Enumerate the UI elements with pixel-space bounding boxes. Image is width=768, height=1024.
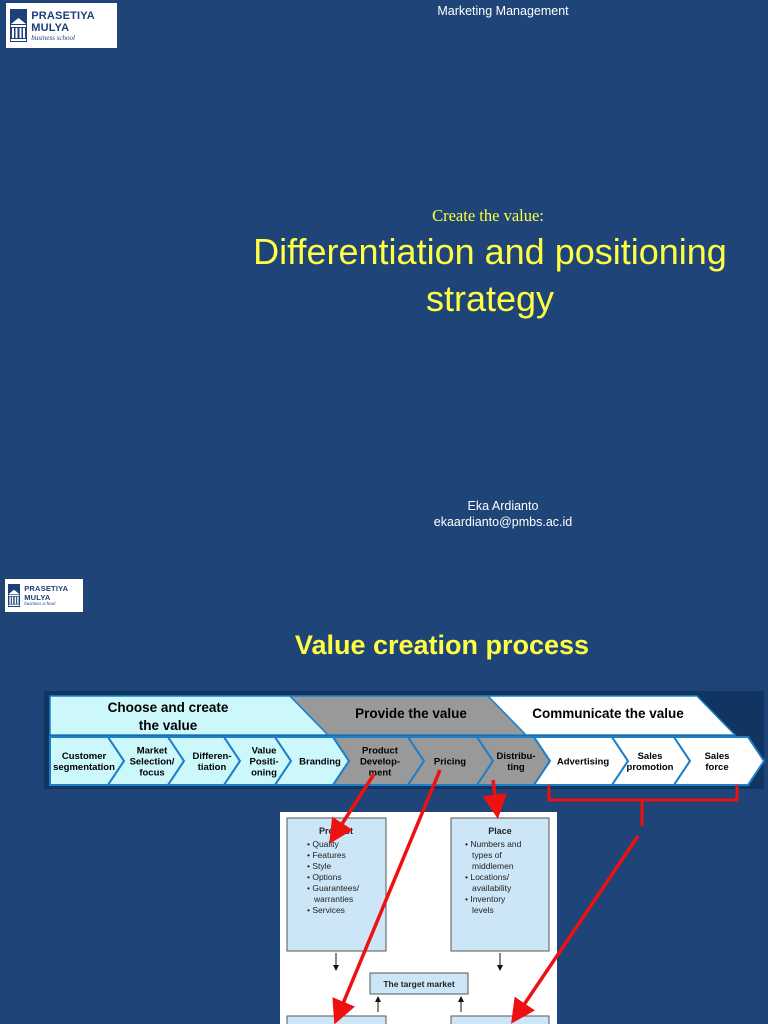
- product-items: • Quality• Features• Style• Options• Gua…: [307, 839, 360, 915]
- step-label-customer-segmentation-2: segmentation: [53, 762, 115, 773]
- promotion-box: [450, 1015, 550, 1024]
- course-title: Marketing Management: [437, 4, 569, 18]
- target-market-box: [369, 972, 469, 995]
- place-item-3: middlemen: [472, 861, 514, 871]
- step-label-differentiation-1: Differen-: [192, 751, 231, 762]
- phase-choose-label-2: the value: [139, 718, 198, 733]
- step-label-pricing-1: Pricing: [434, 757, 466, 768]
- product-item-7: • Services: [307, 905, 345, 915]
- product-item-3: • Style: [307, 861, 332, 871]
- product-item-4: • Options: [307, 872, 342, 882]
- building-icon: [10, 9, 28, 42]
- phase-communicate: [486, 695, 737, 736]
- step-label-advertising-1: Advertising: [557, 757, 609, 768]
- product-item-5: • Guarantees/: [307, 883, 360, 893]
- school-logo-small: PRASETIYA MULYA business school: [5, 579, 83, 612]
- place-item-6: • Inventory: [465, 894, 506, 904]
- step-label-market-selection-3: focus: [139, 768, 164, 779]
- slide-title-line-1: Differentiation and positioning: [253, 231, 727, 272]
- building-icon: [8, 584, 21, 607]
- slide-subtitle: Create the value:: [432, 206, 544, 225]
- step-label-value-positioning-3: oning: [251, 768, 277, 779]
- place-item-4: • Locations/: [465, 872, 510, 882]
- target-market-label: The target market: [383, 979, 454, 989]
- phase-communicate-label: Communicate the value: [532, 706, 684, 721]
- arrow-pricing: [332, 769, 442, 1024]
- author-name: Eka Ardianto: [467, 499, 539, 513]
- step-label-distributing-1: Distribu-: [496, 751, 535, 762]
- step-label-product-development-2: Develop-: [360, 757, 400, 768]
- step-label-sales-promotion-1: Sales: [638, 751, 663, 762]
- author-block: Eka Ardianto ekaardianto@pmbs.ac.id: [380, 498, 626, 530]
- author-email: ekaardianto@pmbs.ac.id: [433, 515, 573, 529]
- step-label-customer-segmentation-1: Customer: [62, 751, 107, 762]
- place-item-5: availability: [472, 883, 512, 893]
- step-label-distributing-2: ting: [507, 762, 525, 773]
- step-label-value-positioning-1: Value: [252, 746, 277, 757]
- place-item-1: • Numbers and: [465, 839, 522, 849]
- step-label-product-development-1: Product: [362, 746, 399, 757]
- step-label-product-development-3: ment: [369, 768, 393, 779]
- product-item-2: • Features: [307, 850, 346, 860]
- title-slide: PRASETIYA MULYA business school Marketin…: [6, 3, 758, 530]
- slide-title-line-2: strategy: [425, 278, 555, 319]
- step-label-differentiation-2: tiation: [198, 762, 227, 773]
- step-label-market-selection-1: Market: [137, 746, 168, 757]
- step-label-value-positioning-2: Positi-: [249, 757, 278, 768]
- step-label-sales-promotion-2: promotion: [627, 762, 674, 773]
- place-item-2: types of: [472, 850, 502, 860]
- phase-provide-label: Provide the value: [355, 706, 467, 721]
- place-box-title: Place: [488, 826, 512, 836]
- arrow-product: [329, 773, 376, 844]
- logo-subtitle: business school: [24, 602, 56, 607]
- logo-subtitle: business school: [31, 33, 75, 42]
- arrow-communication: [511, 835, 640, 1024]
- slide-title: Value creation process: [294, 630, 590, 660]
- place-item-7: levels: [472, 905, 494, 915]
- school-logo: PRASETIYA MULYA business school: [6, 3, 117, 48]
- step-label-sales-force-2: force: [705, 762, 728, 773]
- step-label-branding-1: Branding: [299, 757, 341, 768]
- phase-choose-label-1: Choose and create: [108, 700, 229, 715]
- product-item-1: • Quality: [307, 839, 340, 849]
- step-label-market-selection-2: Selection/: [130, 757, 175, 768]
- value-creation-diagram: Choose and create the value Provide the …: [44, 691, 766, 1024]
- place-box: [450, 817, 550, 952]
- logo-name: PRASETIYA MULYA: [24, 584, 68, 602]
- value-process-slide: PRASETIYA MULYA business school Value cr…: [0, 560, 768, 1024]
- arrow-distributing: [482, 779, 507, 819]
- step-label-sales-force-1: Sales: [705, 751, 730, 762]
- product-item-6: warranties: [313, 894, 353, 904]
- logo-name: PRASETIYA MULYA: [31, 9, 95, 34]
- slide-title: Differentiation and positioning strategy: [222, 228, 758, 322]
- step-sales-force: [672, 736, 766, 786]
- step-chevrons: [49, 736, 766, 786]
